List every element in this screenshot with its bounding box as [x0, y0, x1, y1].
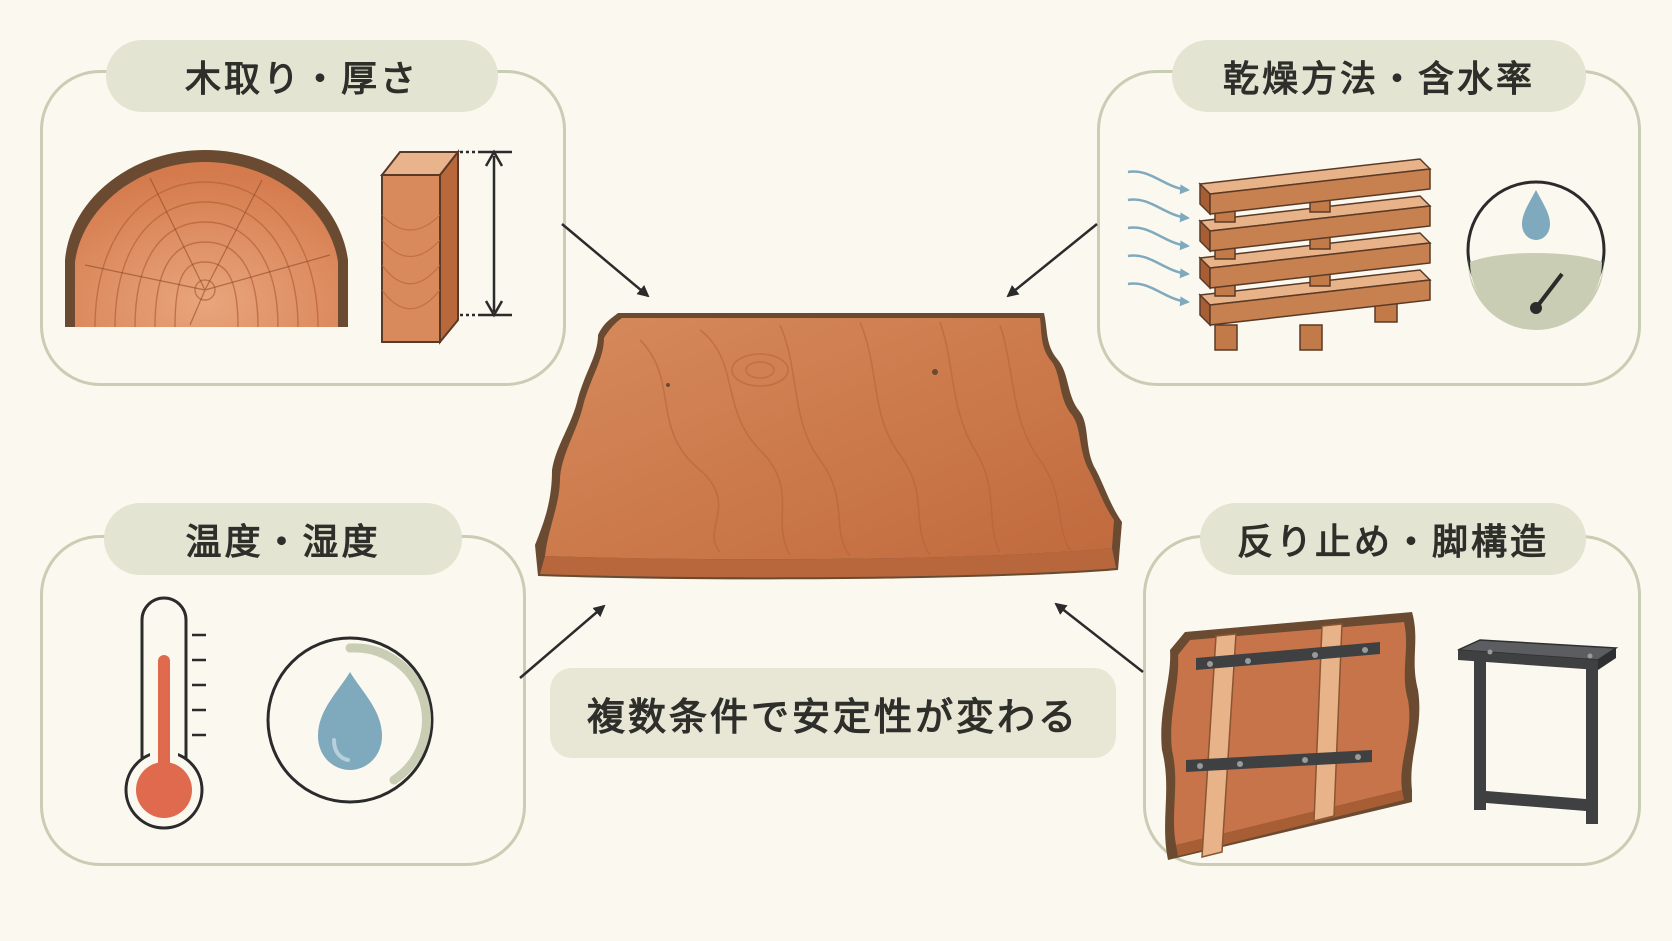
airflow-icon [1127, 170, 1190, 307]
arrow-drying [1006, 223, 1098, 298]
moisture-gauge-icon [1466, 180, 1606, 330]
flow-arrows [519, 223, 1144, 679]
support-label: 反り止め・脚構造 [1200, 503, 1586, 575]
arrow-cutting [561, 223, 650, 298]
thickness-dimension-icon [460, 149, 512, 318]
climate-label: 温度・湿度 [104, 503, 462, 575]
log-cross-section-icon [65, 150, 348, 328]
stacked-lumber-icon [1198, 158, 1432, 351]
arrow-support [1054, 602, 1144, 673]
humidity-gauge-icon [266, 636, 434, 804]
wood-block-icon [379, 149, 461, 345]
center-caption: 複数条件で安定性が変わる [550, 668, 1116, 758]
steel-leg-icon [1457, 639, 1619, 824]
drying-label: 乾燥方法・含水率 [1172, 40, 1586, 112]
batten-underside-icon [1161, 612, 1420, 860]
live-edge-slab-icon [535, 313, 1122, 580]
cutting-label: 木取り・厚さ [106, 40, 498, 112]
arrow-climate [519, 604, 606, 679]
thermometer-icon [124, 596, 206, 830]
